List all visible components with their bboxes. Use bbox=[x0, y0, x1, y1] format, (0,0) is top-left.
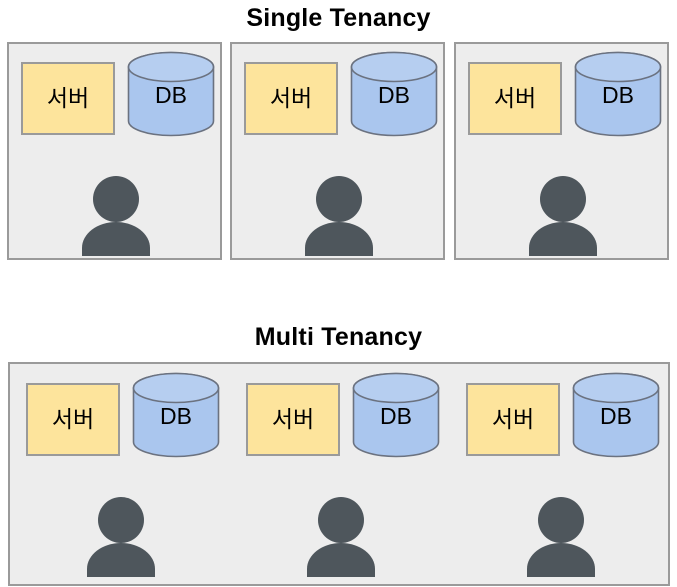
database-cylinder-icon[interactable]: DB bbox=[574, 51, 662, 137]
server-box[interactable]: 서버 bbox=[246, 383, 340, 456]
person-icon bbox=[305, 497, 377, 577]
multi-tenancy-panel[interactable]: 서버 서버 서버 DB DB DB bbox=[8, 362, 670, 586]
database-cylinder-icon[interactable]: DB bbox=[132, 372, 220, 458]
server-box[interactable]: 서버 bbox=[21, 62, 115, 135]
person-icon bbox=[85, 497, 157, 577]
person-icon bbox=[527, 176, 599, 256]
database-cylinder-icon[interactable]: DB bbox=[350, 51, 438, 137]
single-tenancy-panel-3[interactable]: 서버 DB bbox=[454, 42, 669, 260]
server-box[interactable]: 서버 bbox=[26, 383, 120, 456]
database-cylinder-icon[interactable]: DB bbox=[127, 51, 215, 137]
server-box[interactable]: 서버 bbox=[466, 383, 560, 456]
database-cylinder-icon[interactable]: DB bbox=[352, 372, 440, 458]
server-box[interactable]: 서버 bbox=[244, 62, 338, 135]
person-icon bbox=[303, 176, 375, 256]
person-icon bbox=[525, 497, 597, 577]
single-tenancy-panel-2[interactable]: 서버 DB bbox=[230, 42, 445, 260]
single-tenancy-title: Single Tenancy bbox=[246, 4, 431, 32]
person-icon bbox=[80, 176, 152, 256]
server-box[interactable]: 서버 bbox=[468, 62, 562, 135]
single-tenancy-panel-1[interactable]: 서버 DB bbox=[7, 42, 222, 260]
database-cylinder-icon[interactable]: DB bbox=[572, 372, 660, 458]
multi-tenancy-title: Multi Tenancy bbox=[254, 323, 423, 351]
